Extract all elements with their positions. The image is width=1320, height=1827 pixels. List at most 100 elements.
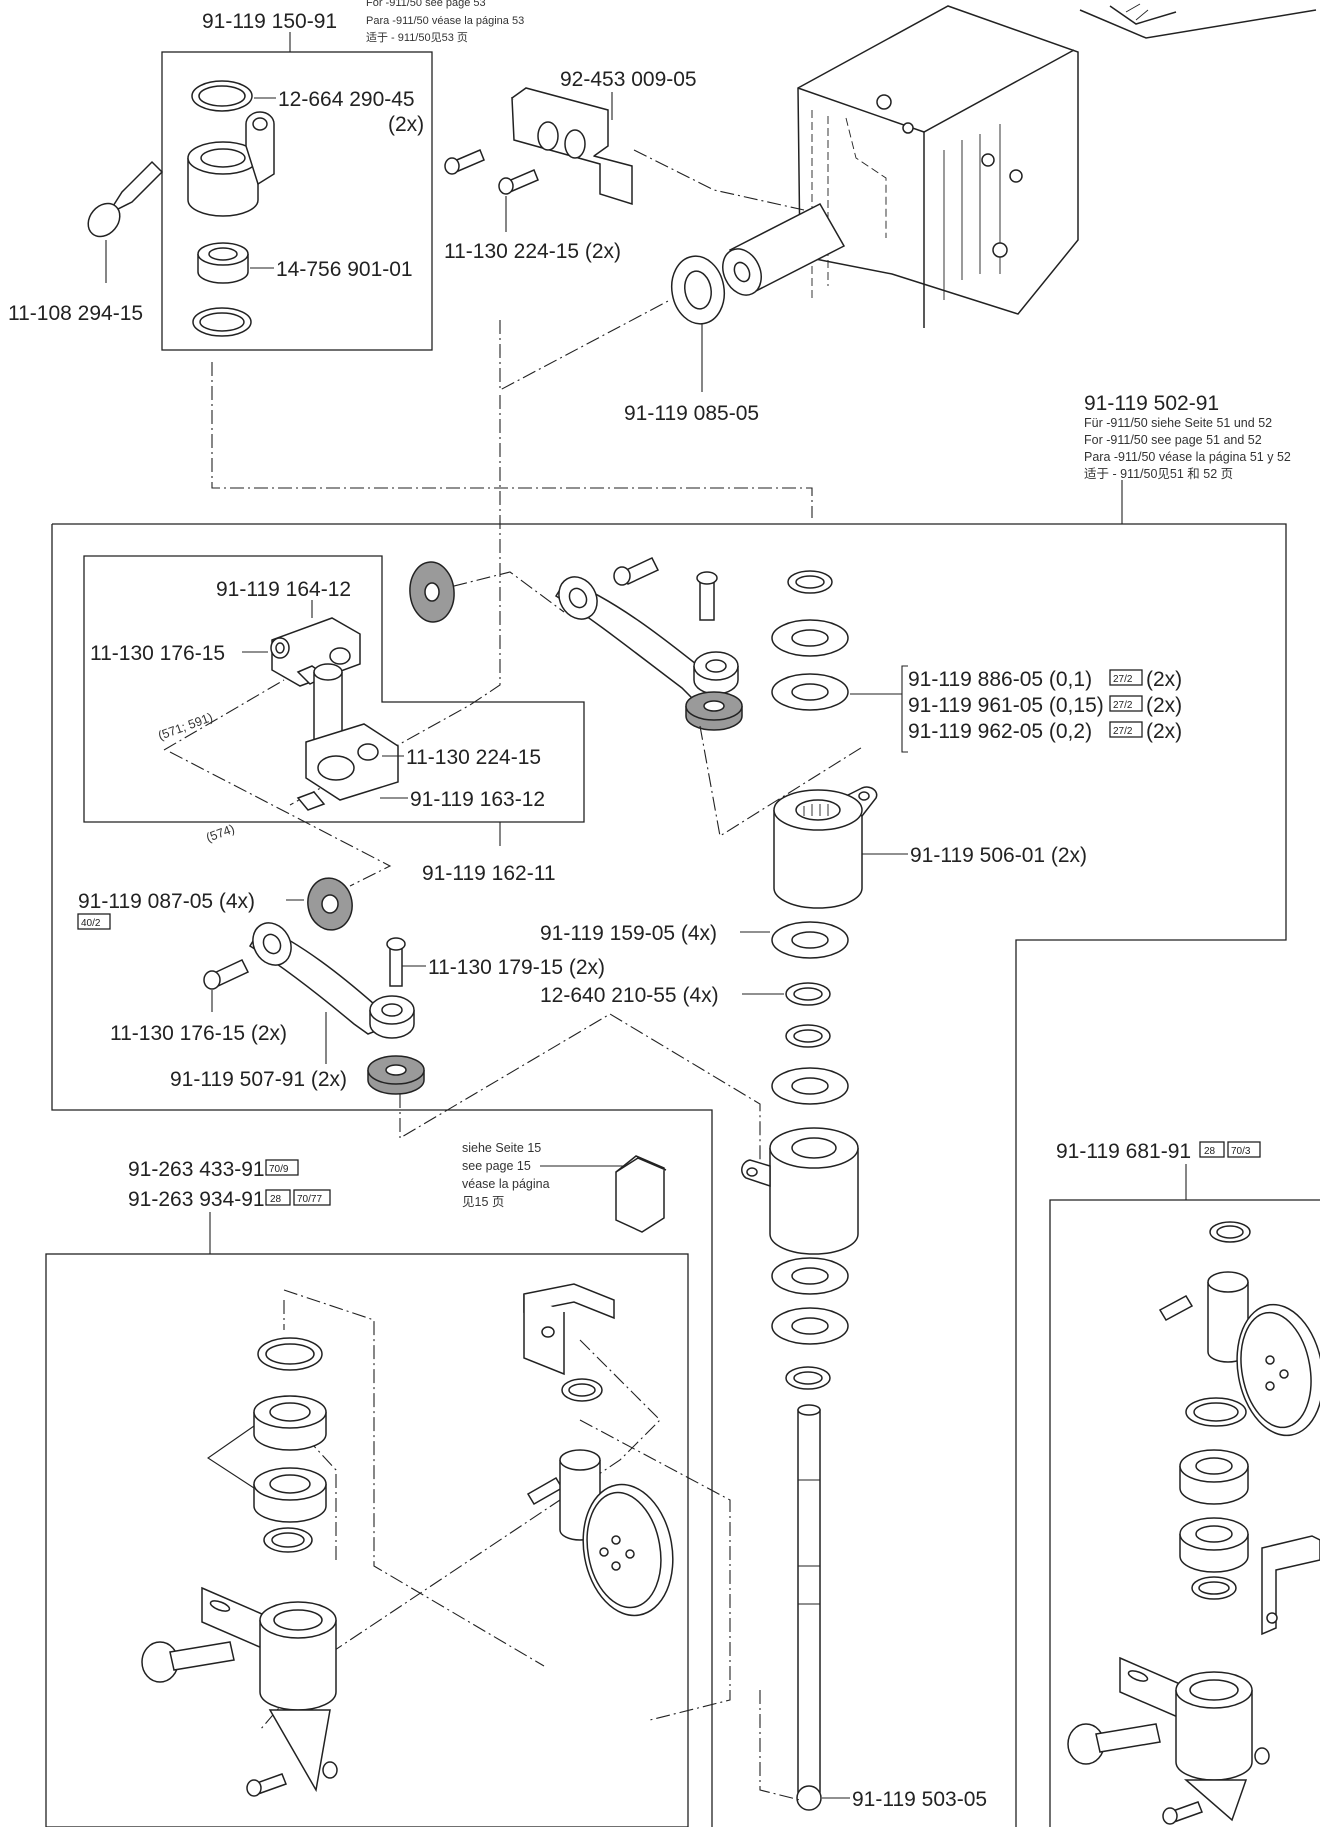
shim-1-qty: (2x) xyxy=(1146,668,1182,691)
left-plate xyxy=(523,1283,615,1376)
mid-box-note-1: Für -911/50 siehe Seite 51 und 52 xyxy=(1084,416,1272,430)
see-page-1: siehe Seite 15 xyxy=(462,1141,541,1155)
right-bearing-2 xyxy=(1179,1517,1249,1573)
see-page-2: see page 15 xyxy=(462,1159,531,1173)
ref-574-label: (574) xyxy=(204,822,236,845)
shim-3-badge-box xyxy=(1109,721,1143,738)
right-ring-top xyxy=(1209,1221,1251,1243)
right-foot xyxy=(1119,1656,1270,1822)
washer-159 xyxy=(771,921,849,959)
retaining-ring-top xyxy=(191,80,253,112)
washer-large-label: 91-119 085-05 xyxy=(624,402,759,425)
shim-2-badge: 27/2 xyxy=(1113,700,1133,711)
eccentric-lug xyxy=(187,111,275,217)
mid-box-frame xyxy=(51,523,1287,1827)
roller-washer-label: 91-119 087-05 (4x) xyxy=(78,890,255,913)
link-screw-label: 11-130 179-15 (2x) xyxy=(428,956,605,979)
left-foot xyxy=(201,1586,338,1793)
see-page-3: véase la página xyxy=(462,1177,550,1191)
mid-box-part-number: 91-119 502-91 xyxy=(1084,392,1219,415)
left-ring xyxy=(257,1337,323,1371)
link-label: 91-119 507-91 (2x) xyxy=(170,1068,347,1091)
upper-link xyxy=(554,576,739,699)
lower-link-screw xyxy=(386,937,406,987)
shim-2-label: 91-119 961-05 (0,15) xyxy=(908,694,1104,717)
clamp-bottom-screw-label: 11-130 224-15 xyxy=(406,746,541,769)
shim-2-badge-box xyxy=(1109,695,1143,712)
bushing-upper xyxy=(773,786,878,909)
washer-large xyxy=(670,255,726,325)
left-box-badge-2: 28 xyxy=(270,1194,282,1205)
left-box-badge-1: 70/9 xyxy=(269,1164,289,1175)
left-bearing-2 xyxy=(253,1467,327,1523)
top-plate-fragment xyxy=(1079,3,1317,39)
lower-link-screw-small xyxy=(203,959,250,990)
roller-washer-gray-mid xyxy=(685,691,743,731)
left-axis-4 xyxy=(579,1419,731,1721)
right-box-badge-1-box xyxy=(1199,1141,1225,1158)
washer-lower-1 xyxy=(771,1257,849,1295)
left-box-badge-3-box xyxy=(293,1189,331,1206)
shim-2-qty: (2x) xyxy=(1146,694,1182,717)
bearing-small xyxy=(197,242,249,284)
roller-washer-upper xyxy=(409,561,455,623)
right-box-badge-2: 70/3 xyxy=(1231,1146,1251,1157)
shaft-label: 91-119 503-05 xyxy=(852,1788,987,1811)
right-box-badge-1: 28 xyxy=(1204,1146,1216,1157)
axis-line-roller xyxy=(429,571,565,613)
left-gear-wheel xyxy=(559,1449,674,1617)
middle-box-group: 91-119 502-91 Für -911/50 siehe Seite 51… xyxy=(51,392,1291,1827)
eclip-lower xyxy=(785,1366,831,1390)
shim-3-label: 91-119 962-05 (0,2) xyxy=(908,720,1092,743)
right-box-frame xyxy=(1049,1199,1320,1827)
clamp-top-label: 91-119 164-12 xyxy=(216,578,351,601)
shim-1-label: 91-119 886-05 (0,1) xyxy=(908,668,1092,691)
bracket-screws xyxy=(444,149,539,195)
retaining-ring-bottom xyxy=(192,307,252,337)
axis-line-washer xyxy=(499,299,671,391)
right-box-part: 91-119 681-91 xyxy=(1056,1140,1191,1163)
top-box-note-3: 适于 - 911/50见53 页 xyxy=(366,31,468,44)
shim-3-qty: (2x) xyxy=(1146,720,1182,743)
right-ring-mid xyxy=(1185,1397,1247,1427)
right-box-badge-2-box xyxy=(1227,1141,1261,1158)
main-shaft xyxy=(796,1404,822,1811)
machine-housing xyxy=(722,5,1079,328)
axis-line-bushing xyxy=(699,725,865,837)
retaining-ring-qty: (2x) xyxy=(388,113,424,136)
left-box-badge-1-box xyxy=(265,1159,299,1176)
left-small-screw xyxy=(246,1773,287,1797)
bracket xyxy=(511,87,633,206)
right-bearing-1 xyxy=(1179,1449,1249,1505)
right-small-screw xyxy=(1162,1801,1203,1825)
left-box-badge-2-box xyxy=(265,1189,291,1206)
lower-link xyxy=(248,922,415,1039)
left-ring-small xyxy=(561,1378,603,1402)
left-pin xyxy=(526,1476,564,1506)
shim-2 xyxy=(771,673,849,711)
left-axis-2 xyxy=(283,1300,337,1560)
axis-line-bracket xyxy=(633,149,805,211)
upper-link-screw xyxy=(696,571,718,621)
axis-line-shaft xyxy=(759,1690,801,1801)
right-gear-wheel xyxy=(1207,1271,1320,1437)
mid-box-note-4: 适于 - 911/50见51 和 52 页 xyxy=(1084,467,1233,481)
left-box-part2: 91-263 934-91 xyxy=(128,1188,265,1211)
right-plate xyxy=(1261,1535,1320,1636)
clamp-top-screw-label: 11-130 176-15 xyxy=(90,642,225,665)
roller-washer-left xyxy=(307,877,353,931)
eclip-1 xyxy=(785,982,831,1006)
roller-washer-badge-box xyxy=(77,913,111,930)
left-box-badge-3: 70/77 xyxy=(297,1194,322,1205)
assembly-label: 91-119 162-11 xyxy=(422,862,556,885)
left-thumb-screw xyxy=(141,1641,235,1683)
axis-line-top-box xyxy=(211,362,813,518)
eclip-2 xyxy=(785,1024,831,1048)
retaining-ring-label: 12-664 290-45 xyxy=(278,88,415,111)
shim-1-badge: 27/2 xyxy=(1113,674,1133,685)
top-box-frame xyxy=(161,51,433,351)
roller-washer-badge: 40/2 xyxy=(81,918,101,929)
axis-line-clamp xyxy=(289,395,501,806)
axis-line-lower xyxy=(399,1013,761,1184)
